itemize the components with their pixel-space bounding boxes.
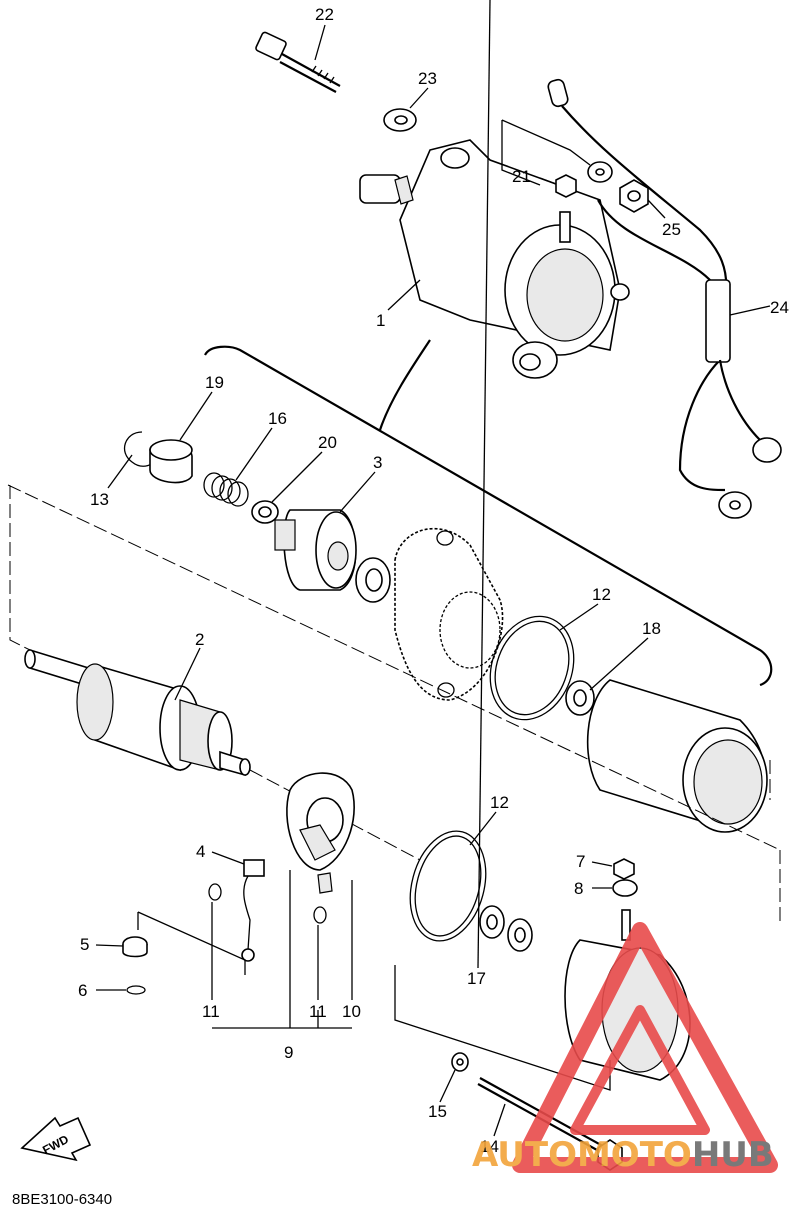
leader-lines	[95, 0, 771, 1137]
callout-6: 6	[78, 981, 87, 1000]
bolt-22	[255, 31, 341, 93]
callout-24: 24	[770, 298, 789, 317]
callout-11-right: 11	[309, 1002, 327, 1021]
front-cover	[394, 527, 504, 701]
callout-13: 13	[90, 490, 109, 509]
callout-11-left: 11	[202, 1002, 220, 1021]
callout-19: 19	[205, 373, 224, 392]
callout-17: 17	[467, 969, 486, 988]
washer-23	[383, 108, 417, 132]
callout-12-front: 12	[592, 585, 611, 604]
brush-plate	[286, 772, 355, 894]
svg-text:AUTOMOTOHUB: AUTOMOTOHUB	[472, 1135, 774, 1175]
terminal-washer	[587, 161, 613, 183]
callout-14: 14	[480, 1137, 499, 1156]
diagram-code: 8BE3100-6340	[12, 1191, 112, 1208]
watermark-part1: AUTOMOTO	[472, 1135, 692, 1175]
fwd-arrow-icon: FWD	[20, 1116, 92, 1162]
o-ring-12-front	[489, 615, 575, 721]
spring-16	[203, 472, 249, 507]
o-ring-12-rear	[409, 830, 487, 942]
callout-3: 3	[373, 453, 382, 472]
callout-12-rear: 12	[490, 793, 509, 812]
starter-cable-24	[547, 78, 782, 519]
callout-10: 10	[342, 1002, 361, 1021]
callout-22: 22	[315, 5, 334, 24]
callout-7: 7	[576, 852, 585, 871]
nut-21	[555, 174, 577, 198]
callout-18: 18	[642, 619, 661, 638]
callout-15: 15	[428, 1102, 447, 1121]
callout-16: 16	[268, 409, 287, 428]
watermark-logo: AUTOMOTOHUB	[472, 922, 778, 1175]
callout-21: 21	[512, 167, 531, 186]
washer-drive	[355, 557, 391, 603]
callout-8: 8	[574, 879, 583, 898]
callout-2: 2	[195, 630, 204, 649]
collar-19	[149, 439, 193, 484]
plug-5	[122, 936, 148, 958]
nut-7	[613, 858, 635, 880]
callout-5: 5	[80, 935, 89, 954]
callout-20: 20	[318, 433, 337, 452]
washer-small-b	[313, 906, 327, 924]
washer-18	[565, 680, 595, 716]
callout-25: 25	[662, 220, 681, 239]
callout-4: 4	[196, 842, 205, 861]
washer-15	[451, 1052, 469, 1072]
nut-25	[619, 179, 649, 213]
washer-20	[251, 500, 279, 524]
washer-small-a	[208, 883, 222, 901]
washer-8	[612, 879, 638, 897]
armature-2	[24, 648, 251, 777]
brush-4	[241, 859, 265, 962]
callout-1: 1	[376, 311, 385, 330]
o-ring-6	[126, 985, 146, 995]
callout-labels: 22 23 21 25 1 24 19 16 20 3 13 12 18 2 1…	[78, 5, 789, 1156]
watermark-part2: HUB	[692, 1135, 774, 1175]
clutch-gear-3	[274, 509, 357, 591]
washers-17	[479, 905, 533, 952]
yoke-housing	[586, 679, 768, 833]
callout-9: 9	[284, 1043, 293, 1062]
callout-23: 23	[418, 69, 437, 88]
